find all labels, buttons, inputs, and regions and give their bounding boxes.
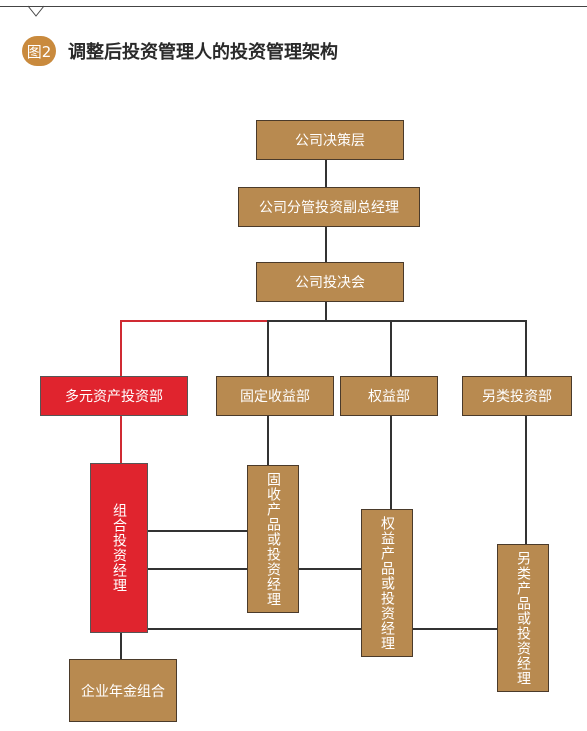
connector-line xyxy=(325,301,327,321)
fixed-income-dept-box: 固定收益部 xyxy=(216,376,334,416)
connector-line xyxy=(525,320,527,376)
connector-line xyxy=(267,320,269,376)
equity-manager-box: 权益产品或投资经理 xyxy=(361,509,413,657)
alternative-manager-box: 另类产品或投资经理 xyxy=(497,544,549,692)
connector-line xyxy=(325,226,327,263)
multi-asset-dept-box: 多元资产投资部 xyxy=(40,376,188,416)
alternative-dept-box: 另类投资部 xyxy=(462,376,572,416)
connector-line xyxy=(525,416,527,544)
connector-line xyxy=(325,160,327,187)
connector-line xyxy=(390,416,392,509)
notch-icon xyxy=(27,5,45,17)
red-connector-line xyxy=(120,416,122,463)
enterprise-annuity-box: 企业年金组合 xyxy=(69,659,177,722)
investment-committee-box: 公司投决会 xyxy=(256,262,404,302)
figure-title: 调整后投资管理人的投资管理架构 xyxy=(68,42,338,63)
connector-line xyxy=(148,530,248,532)
top-divider xyxy=(0,6,587,7)
connector-line xyxy=(120,632,122,659)
red-connector-line xyxy=(120,320,122,376)
portfolio-manager-box: 组合投资经理 xyxy=(90,463,148,633)
connector-line xyxy=(390,320,392,376)
equity-dept-box: 权益部 xyxy=(340,376,438,416)
connector-line xyxy=(148,628,498,630)
figure-number-badge: 图2 xyxy=(22,36,56,66)
deputy-gm-box: 公司分管投资副总经理 xyxy=(238,187,420,227)
fixed-income-manager-box: 固收产品或投资经理 xyxy=(247,465,299,613)
decision-layer-box: 公司决策层 xyxy=(256,120,404,160)
red-connector-line xyxy=(120,320,268,322)
connector-line xyxy=(267,416,269,465)
connector-line xyxy=(267,320,525,322)
